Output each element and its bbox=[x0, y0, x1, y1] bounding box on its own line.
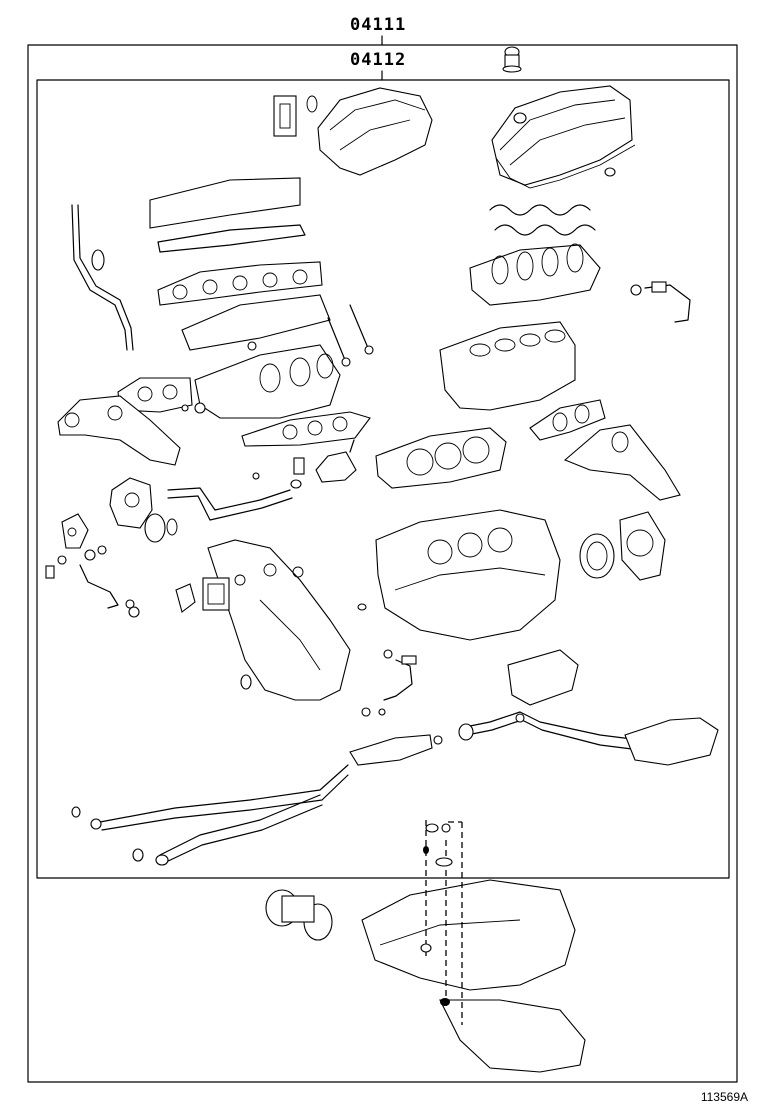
exhaust-pipe-left bbox=[71, 734, 443, 866]
thermostat-housing bbox=[61, 513, 89, 549]
cylinder-head-gasket-left bbox=[241, 411, 371, 447]
exhaust-manifold-left bbox=[57, 395, 181, 466]
intake-manifold bbox=[181, 294, 341, 419]
outer-kit-frame bbox=[27, 44, 738, 1083]
front-exhaust-pipe-catalyst bbox=[458, 649, 719, 766]
oil-pan bbox=[361, 879, 586, 1073]
inner-kit-frame bbox=[36, 79, 730, 879]
oxygen-sensor-left bbox=[45, 545, 140, 618]
water-pump bbox=[109, 477, 178, 543]
crankshaft-oil-seal-plate bbox=[619, 511, 666, 581]
oxygen-sensor-upper-right bbox=[630, 281, 691, 323]
exhaust-manifold-gasket-right bbox=[529, 399, 606, 441]
exhaust-manifold-right bbox=[563, 424, 681, 501]
cylinder-block bbox=[375, 509, 561, 641]
timing-chain-cover bbox=[175, 539, 367, 701]
part-number-outer: 04111 bbox=[350, 15, 407, 35]
cylinder-head-gasket-right bbox=[375, 427, 507, 489]
rocker-gaskets bbox=[489, 204, 596, 236]
crankshaft-oil-seal-rear bbox=[579, 533, 615, 579]
part-number-inner: 04112 bbox=[350, 50, 407, 70]
intake-ports-right bbox=[469, 243, 601, 306]
cylinder-head-right bbox=[439, 321, 576, 411]
oil-filler-cap bbox=[502, 46, 522, 73]
egr-valve-parts bbox=[293, 439, 357, 483]
intake-manifold-gasket-row bbox=[157, 261, 323, 306]
oil-filter-parts bbox=[265, 889, 333, 941]
valve-cover-gasket bbox=[149, 177, 306, 253]
cylinder-head-cover-right bbox=[491, 85, 636, 189]
water-bypass-pipe bbox=[167, 472, 302, 521]
figure-id: 113569A bbox=[700, 1090, 748, 1104]
drain-plug-bolt-guides bbox=[420, 820, 463, 1025]
valve-set bbox=[247, 304, 374, 367]
oxygen-sensor-center bbox=[361, 649, 417, 717]
dipstick-tube bbox=[71, 204, 134, 351]
cylinder-head-cover-left bbox=[273, 87, 433, 176]
